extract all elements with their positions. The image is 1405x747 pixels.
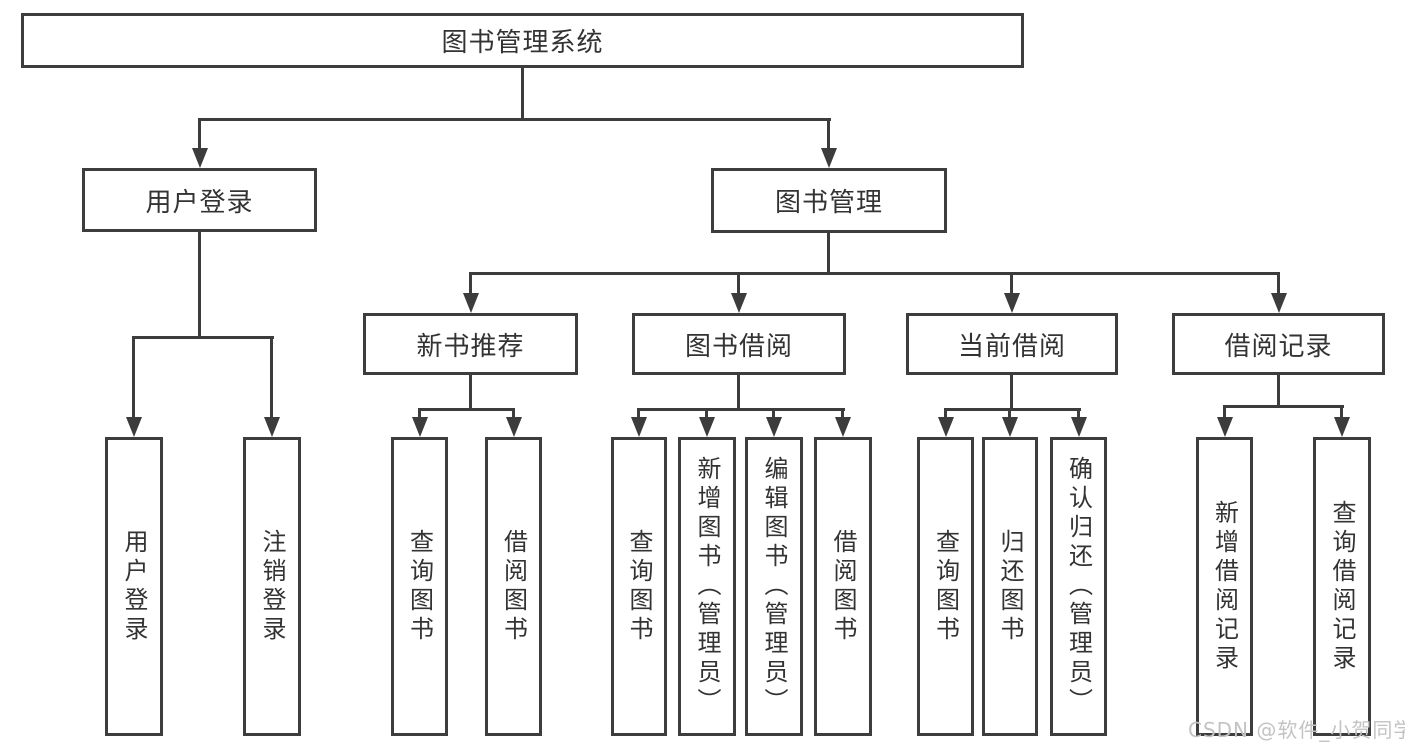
- arrowhead-icon: [192, 148, 208, 168]
- arrowhead-icon: [506, 417, 522, 437]
- connector-line: [944, 408, 1081, 411]
- leaf-edit-books-admin: 编辑图书（管理员）: [745, 437, 803, 736]
- arrowhead-icon: [1002, 417, 1018, 437]
- node-book-borrowing: 图书借阅: [632, 313, 846, 375]
- connector-line: [469, 272, 1280, 275]
- leaf-borrow-books: 借阅图书: [485, 437, 542, 736]
- node-library-management-system: 图书管理系统: [21, 13, 1024, 68]
- leaf-add-borrowing-record: 新增借阅记录: [1196, 437, 1253, 736]
- arrowhead-icon: [938, 417, 954, 437]
- connector-line: [841, 411, 844, 417]
- connector-line: [737, 375, 740, 411]
- connector-line: [1277, 375, 1280, 408]
- connector-line: [1010, 275, 1013, 293]
- node-borrowing-records: 借阅记录: [1172, 313, 1385, 375]
- arrowhead-icon: [631, 417, 647, 437]
- leaf-return-books: 归还图书: [982, 437, 1038, 736]
- arrowhead-icon: [821, 148, 837, 168]
- leaf-query-books: 查询图书: [917, 437, 974, 736]
- connector-line: [1223, 408, 1226, 417]
- arrowhead-icon: [766, 417, 782, 437]
- connector-line: [198, 121, 201, 148]
- connector-line: [827, 121, 830, 148]
- connector-line: [1077, 411, 1080, 417]
- connector-line: [418, 408, 515, 411]
- connector-line: [132, 339, 135, 417]
- csdn-watermark: CSDN @软件_小贺同学: [1188, 718, 1405, 742]
- connector-line: [1008, 411, 1011, 417]
- leaf-logout: 注销登录: [243, 437, 301, 736]
- connector-line: [1223, 405, 1344, 408]
- connector-line: [944, 411, 947, 417]
- connector-line: [772, 411, 775, 417]
- arrowhead-icon: [463, 293, 479, 313]
- node-book-management: 图书管理: [711, 168, 947, 233]
- node-user-login: 用户登录: [82, 168, 317, 232]
- leaf-confirm-return-admin: 确认归还（管理员）: [1050, 437, 1107, 736]
- connector-line: [1010, 375, 1013, 411]
- arrowhead-icon: [1217, 417, 1233, 437]
- leaf-query-borrowing-record: 查询借阅记录: [1313, 437, 1371, 736]
- arrowhead-icon: [1271, 293, 1287, 313]
- connector-line: [827, 233, 830, 275]
- connector-line: [637, 408, 845, 411]
- leaf-user-login: 用户登录: [105, 437, 163, 736]
- node-new-book-recommendation: 新书推荐: [363, 313, 578, 375]
- connector-line: [737, 275, 740, 293]
- arrowhead-icon: [412, 417, 428, 437]
- leaf-query-books: 查询图书: [391, 437, 448, 736]
- arrowhead-icon: [699, 417, 715, 437]
- connector-line: [469, 375, 472, 411]
- connector-line: [469, 275, 472, 293]
- arrowhead-icon: [1071, 417, 1087, 437]
- connector-line: [1340, 408, 1343, 417]
- leaf-borrow-books: 借阅图书: [814, 437, 872, 736]
- connector-line: [512, 411, 515, 417]
- node-current-borrowing: 当前借阅: [906, 313, 1118, 375]
- connector-line: [705, 411, 708, 417]
- connector-line: [637, 411, 640, 417]
- arrowhead-icon: [1334, 417, 1350, 437]
- connector-line: [270, 339, 273, 417]
- connector-line: [198, 232, 201, 339]
- arrowhead-icon: [731, 293, 747, 313]
- connector-line: [418, 411, 421, 417]
- connector-line: [521, 68, 524, 118]
- leaf-query-books: 查询图书: [611, 437, 667, 736]
- connector-line: [1277, 275, 1280, 293]
- connector-line: [198, 118, 831, 121]
- arrowhead-icon: [835, 417, 851, 437]
- arrowhead-icon: [264, 417, 280, 437]
- leaf-add-books-admin: 新增图书（管理员）: [678, 437, 736, 736]
- arrowhead-icon: [1004, 293, 1020, 313]
- connector-line: [132, 336, 274, 339]
- arrowhead-icon: [126, 417, 142, 437]
